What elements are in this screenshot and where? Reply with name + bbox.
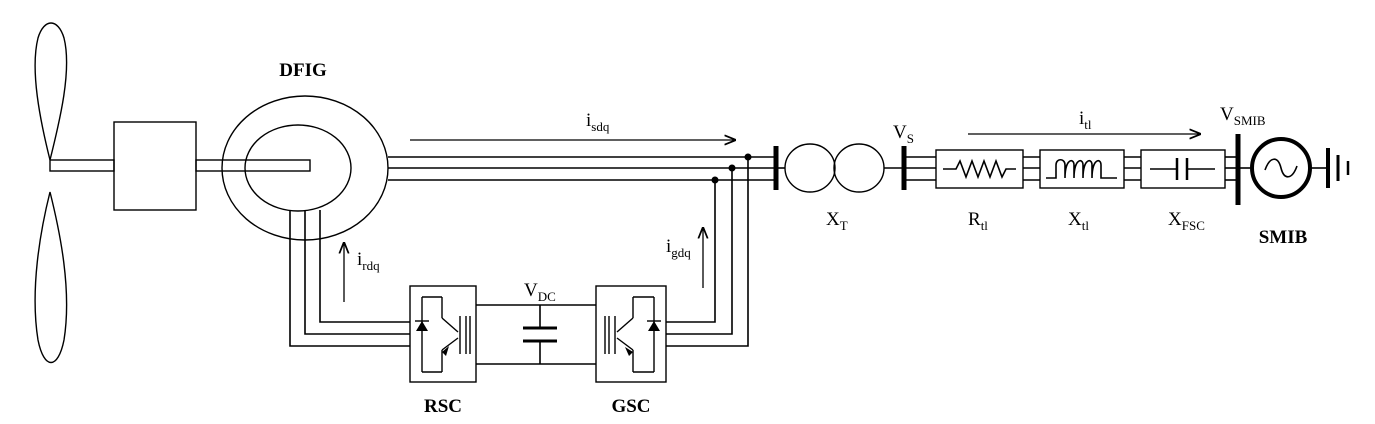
rsc-label: RSC — [424, 396, 462, 417]
wind-turbine-icon — [34, 22, 115, 363]
igdq-label: igdq — [666, 236, 691, 260]
grid-side-lines — [666, 153, 752, 347]
ground-icon — [1326, 148, 1350, 188]
igbt-converter-icon — [604, 296, 661, 373]
dc-link — [476, 304, 596, 365]
capacitor-icon — [1140, 149, 1226, 189]
vdc-label: VDC — [524, 280, 556, 304]
igbt-converter-icon — [415, 296, 471, 373]
transformer-icon — [776, 143, 904, 193]
itl-label: itl — [1079, 108, 1092, 132]
isdq-label: isdq — [586, 110, 610, 134]
inductor-icon — [1039, 149, 1125, 189]
capacitor-icon — [523, 326, 557, 343]
rtl-label: Rtl — [968, 209, 988, 233]
ac-source-icon — [1238, 137, 1326, 199]
rsc-converter — [409, 285, 477, 383]
smib-label: SMIB — [1259, 227, 1308, 248]
stator-lines — [388, 156, 776, 181]
gsc-label: GSC — [611, 396, 650, 417]
xtl-label: Xtl — [1068, 209, 1089, 233]
vsmib-label: VSMIB — [1220, 104, 1266, 128]
gsc-converter — [595, 285, 667, 383]
xfsc-label: XFSC — [1168, 209, 1205, 233]
irdq-label: irdq — [357, 249, 380, 273]
resistor-icon — [935, 149, 1024, 189]
gearbox-icon — [113, 121, 311, 211]
rotor-lines — [289, 210, 410, 347]
dfig-label: DFIG — [279, 60, 327, 81]
vs-label: VS — [893, 122, 914, 146]
xt-label: XT — [826, 209, 848, 233]
